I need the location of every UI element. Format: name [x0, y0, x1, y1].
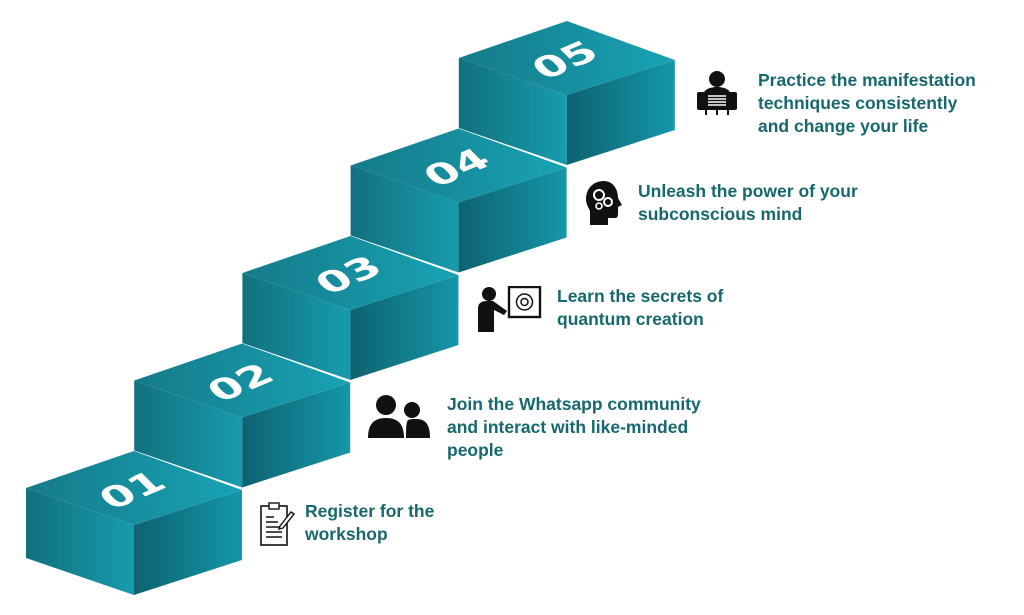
head-gears-icon: [584, 180, 624, 226]
block-left-face: [458, 58, 567, 165]
step-2-description: Join the Whatsapp community and interact…: [447, 393, 701, 462]
step-block-1: 01: [26, 451, 242, 595]
step-block-4: 04: [350, 128, 567, 273]
step-4-line: Unleash the power of your: [638, 181, 858, 201]
teacher-presentation-icon: [476, 285, 542, 332]
block-top-face: [134, 343, 351, 418]
users-icon: [368, 394, 432, 440]
step-block-3: 03: [242, 236, 459, 380]
step-2-line: and interact with like-minded: [447, 417, 689, 437]
block-top-face: [26, 451, 242, 525]
block-left-face: [26, 488, 134, 595]
block-top-face: [458, 21, 675, 95]
block-left-face: [242, 273, 351, 380]
person-practice-icon: [694, 70, 740, 116]
step-5-line: and change your life: [758, 116, 929, 136]
block-top-face: [242, 236, 459, 310]
step-block-2: 02: [134, 343, 351, 488]
block-right-face: [242, 382, 351, 488]
step-2-line: Join the Whatsapp community: [447, 394, 701, 414]
step-5-line: Practice the manifestation: [758, 70, 976, 90]
step-1-description: Register for the workshop: [305, 500, 434, 546]
step-4-line: subconscious mind: [638, 204, 803, 224]
step-4-description: Unleash the power of your subconscious m…: [638, 180, 858, 226]
step-3-line: quantum creation: [557, 309, 704, 329]
step-2-line: people: [447, 440, 504, 460]
step-5-description: Practice the manifestation techniques co…: [758, 69, 976, 138]
block-left-face: [134, 380, 243, 488]
step-3-description: Learn the secrets of quantum creation: [557, 285, 723, 331]
step-3-line: Learn the secrets of: [557, 286, 724, 306]
step-block-5: 05: [458, 21, 675, 165]
block-top-face: [350, 128, 567, 203]
step-1-line: workshop: [305, 524, 388, 544]
block-right-face: [458, 167, 567, 273]
clipboard-icon: [258, 500, 296, 548]
step-1-line: Register for the: [305, 501, 435, 521]
block-left-face: [350, 165, 459, 273]
step-5-line: techniques consistently: [758, 93, 958, 113]
